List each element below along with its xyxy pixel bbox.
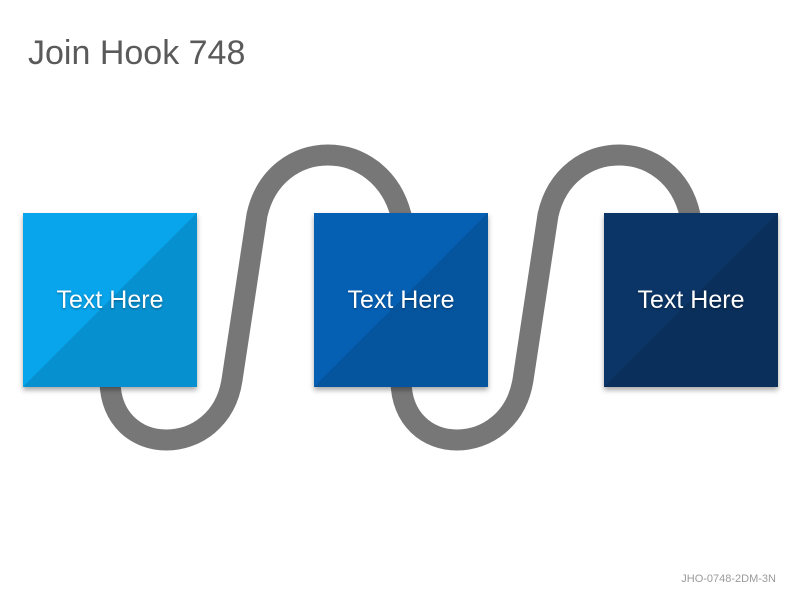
step-box-3-label: Text Here xyxy=(637,285,745,314)
step-box-2: Text Here xyxy=(314,213,488,387)
step-box-3: Text Here xyxy=(604,213,778,387)
step-box-2-label: Text Here xyxy=(347,285,455,314)
step-box-1-label: Text Here xyxy=(56,285,164,314)
footer-code: JHO-0748-2DM-3N xyxy=(681,573,776,585)
step-box-1: Text Here xyxy=(23,213,197,387)
slide-title: Join Hook 748 xyxy=(28,34,246,72)
